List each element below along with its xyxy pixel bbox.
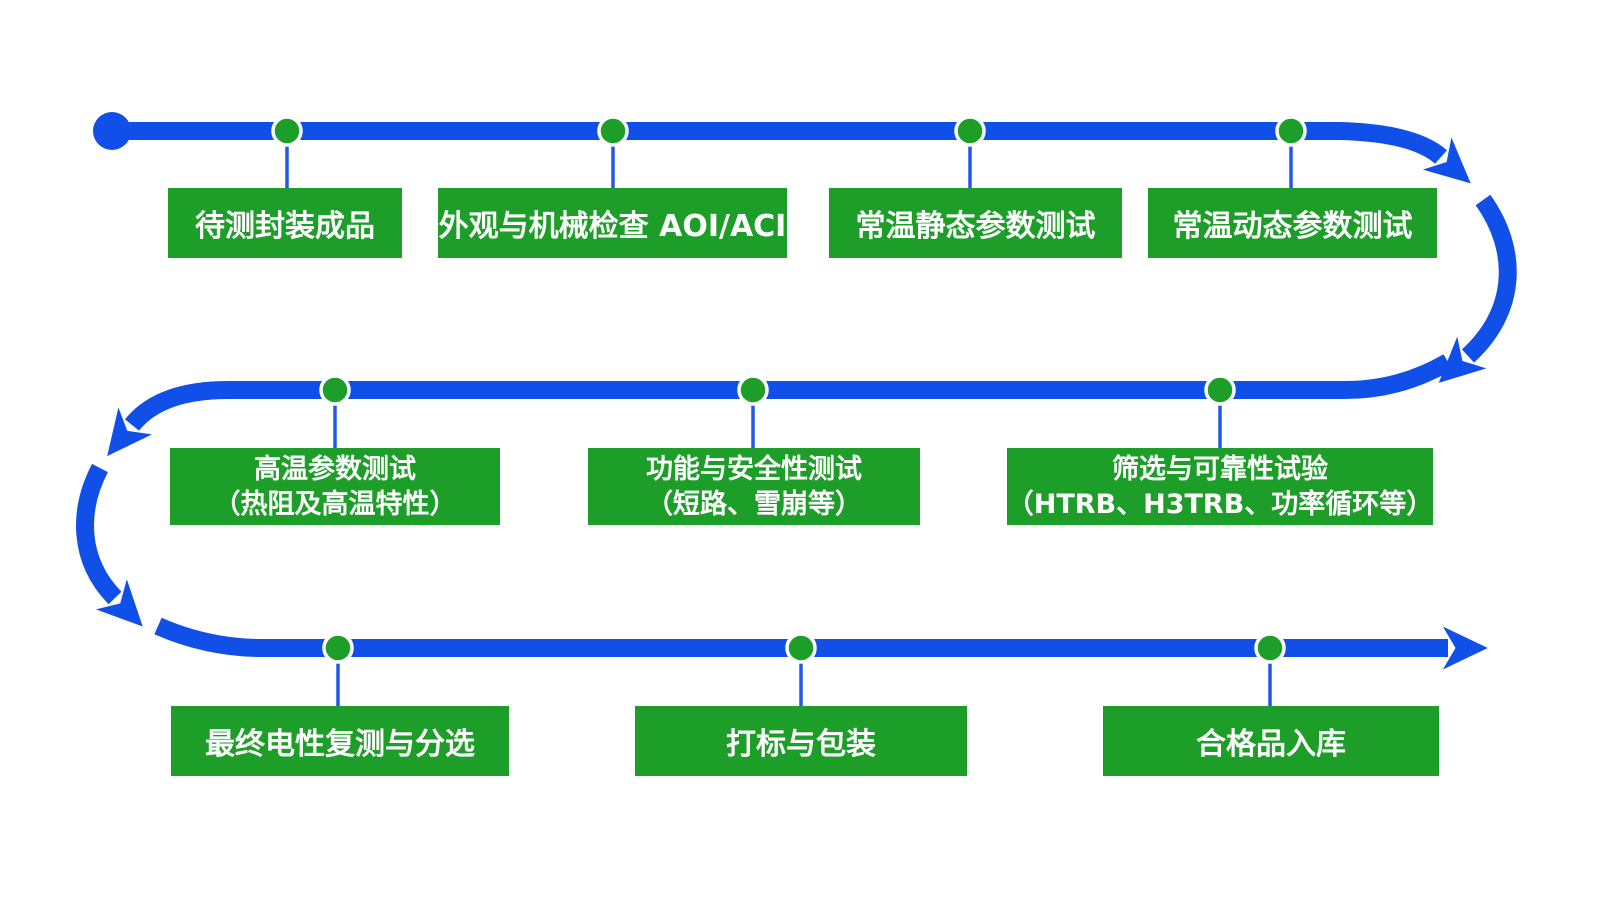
- flow-start-dot: [93, 112, 131, 150]
- step-box-6: 功能与安全性测试 （短路、雪崩等）: [588, 448, 920, 525]
- step-label: 筛选与可靠性试验: [1112, 453, 1328, 485]
- step-label: 常温动态参数测试: [1172, 209, 1413, 244]
- step-box-4: 常温动态参数测试: [1148, 188, 1437, 258]
- flow-line-row1: [112, 122, 1471, 184]
- timeline-dot: [597, 115, 629, 147]
- step-sublabel: （热阻及高温特性）: [213, 488, 457, 520]
- step-box-9: 打标与包装: [635, 706, 967, 776]
- step-box-3: 常温静态参数测试: [829, 188, 1122, 258]
- step-label: 待测封装成品: [195, 209, 375, 244]
- step-sublabel: （HTRB、H3TRB、功率循环等）: [1006, 488, 1434, 520]
- dot-to-box-connectors: [285, 140, 1293, 706]
- step-label: 功能与安全性测试: [646, 453, 862, 485]
- step-box-2: 外观与机械检查 AOI/ACI: [438, 188, 787, 258]
- flow-line-row3: [154, 617, 1488, 670]
- step-label: 合格品入库: [1196, 727, 1346, 762]
- timeline-dots: [271, 115, 1307, 664]
- timeline-dot: [319, 374, 351, 406]
- step-label: 最终电性复测与分选: [205, 727, 475, 762]
- flow-arc-right: [1438, 194, 1517, 383]
- step-sublabel: （短路、雪崩等）: [646, 488, 862, 520]
- step-label: 高温参数测试: [254, 453, 416, 485]
- step-box-5: 高温参数测试 （热阻及高温特性）: [170, 448, 500, 525]
- step-label: 常温静态参数测试: [855, 209, 1096, 244]
- step-box-1: 待测封装成品: [168, 188, 402, 258]
- timeline-dot: [785, 632, 817, 664]
- flow-line-row2: [107, 354, 1453, 457]
- timeline-dot: [322, 632, 354, 664]
- step-box-8: 最终电性复测与分选: [171, 706, 509, 776]
- timeline-dot: [954, 115, 986, 147]
- flow-arc-left: [76, 463, 143, 627]
- timeline-dot: [1204, 374, 1236, 406]
- timeline-dot: [1254, 632, 1286, 664]
- step-label: 打标与包装: [726, 727, 876, 762]
- timeline-dot: [1275, 115, 1307, 147]
- timeline-dot: [271, 115, 303, 147]
- timeline-dot: [737, 374, 769, 406]
- step-box-7: 筛选与可靠性试验 （HTRB、H3TRB、功率循环等）: [1007, 448, 1433, 525]
- step-box-10: 合格品入库: [1103, 706, 1439, 776]
- step-label: 外观与机械检查 AOI/ACI: [438, 209, 787, 244]
